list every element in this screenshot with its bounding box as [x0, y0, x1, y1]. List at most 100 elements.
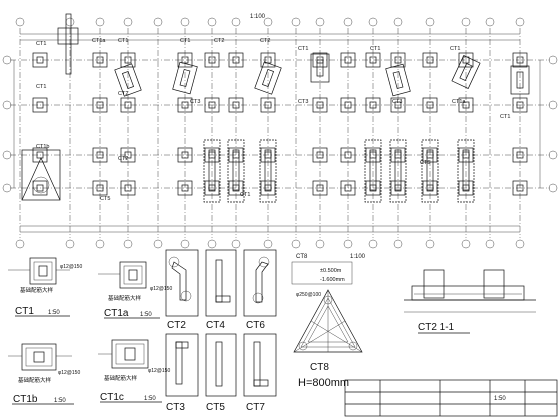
combined-pile-cap — [227, 139, 245, 203]
column — [232, 56, 240, 64]
column — [516, 101, 524, 109]
column — [426, 56, 434, 64]
column — [426, 101, 434, 109]
pile-cap-label: CT1 — [500, 114, 510, 120]
pile-cap — [340, 97, 356, 113]
detail-caption: 基础配筋大样 — [108, 294, 142, 302]
detail-ct5: CT5 — [205, 333, 237, 413]
pile-cap-label: CT1 — [370, 46, 380, 52]
grid-bubble-bottom — [485, 239, 495, 249]
rotated-pile-cap — [510, 65, 530, 95]
grid-bubble-top — [368, 17, 378, 27]
grid-bubble-top — [123, 17, 133, 27]
detail-scale: 1:50 — [144, 396, 156, 402]
combined-pile-cap — [364, 139, 382, 203]
pile-cap — [458, 180, 474, 196]
grid-bubble-bottom — [207, 239, 217, 249]
pile-cap-label: CT2 — [260, 38, 270, 44]
grid-bubble-top — [263, 17, 273, 27]
pile-cap — [422, 52, 438, 68]
detail-caption: 基础配筋大样 — [104, 374, 138, 382]
column — [516, 71, 524, 89]
grid-bubble-bottom — [123, 239, 133, 249]
column — [369, 101, 377, 109]
column — [36, 151, 44, 159]
combined-pile-cap — [421, 139, 439, 203]
pile-cap — [512, 97, 528, 113]
column — [36, 56, 44, 64]
column — [36, 101, 44, 109]
column — [369, 149, 377, 191]
rotated-pile-cap — [172, 61, 198, 95]
pile-cap — [32, 52, 48, 68]
grid-bubbles — [2, 17, 558, 249]
elevator-pit — [21, 149, 61, 201]
grid-bubble-top — [343, 17, 353, 27]
pile-cap — [120, 180, 136, 196]
pile-cap — [228, 52, 244, 68]
pile-cap-label: CT1a — [92, 38, 106, 44]
column — [369, 56, 377, 64]
column — [96, 184, 104, 192]
column — [344, 101, 352, 109]
ct2-section-title: CT2 1-1 — [418, 322, 455, 333]
pile-cap — [32, 97, 48, 113]
title-block-scale: 1:50 — [494, 396, 506, 402]
grid-bubble-bottom — [461, 239, 471, 249]
column — [316, 59, 324, 77]
detail-title: CT5 — [206, 402, 225, 413]
column — [394, 56, 402, 64]
column — [124, 101, 132, 109]
grid-bubble-top — [315, 17, 325, 27]
grid-bubble-right — [548, 55, 558, 65]
grid-bubble-bottom — [153, 239, 163, 249]
pile-cap — [260, 97, 276, 113]
grid-bubble-right — [548, 100, 558, 110]
rotated-pile-cap — [310, 53, 330, 83]
detail-ct4: CT4 — [205, 249, 237, 331]
column — [121, 71, 135, 89]
grid-bubble-bottom — [291, 239, 301, 249]
column — [232, 149, 240, 191]
pile-cap — [177, 97, 193, 113]
pile-cap — [204, 180, 220, 196]
pile-cap — [177, 52, 193, 68]
grid-bubble-left — [2, 183, 12, 193]
rebar-note: φ12@150 — [148, 368, 170, 374]
grid-bubble-bottom — [231, 239, 241, 249]
ct8-scale: 1:100 — [350, 254, 366, 260]
detail-title: CT3 — [166, 402, 185, 413]
column — [96, 151, 104, 159]
detail-ct1b: φ12@150 基础配筋大样 CT1b 1:50 — [8, 343, 80, 405]
column — [462, 56, 470, 64]
pile-cap — [177, 180, 193, 196]
combined-pile-cap — [389, 139, 407, 203]
pile-cap-label: CT1a — [452, 99, 466, 105]
pile-cap — [92, 180, 108, 196]
ct2-section: CT2 1-1 — [404, 269, 536, 334]
combined-pile-cap — [203, 139, 221, 203]
detail-ct6: CT6 — [243, 249, 277, 331]
pile-cap — [512, 180, 528, 196]
column — [516, 184, 524, 192]
pile-cap — [390, 52, 406, 68]
column — [124, 184, 132, 192]
pile-cap — [204, 52, 220, 68]
column — [394, 101, 402, 109]
grid-bubble-top — [207, 17, 217, 27]
column — [316, 151, 324, 159]
pile-cap-label: CT2 — [118, 91, 128, 97]
column — [316, 184, 324, 192]
grid-bubble-bottom — [65, 239, 75, 249]
pile-cap — [365, 52, 381, 68]
column — [96, 101, 104, 109]
pile-caps — [32, 52, 530, 203]
detail-title: CT6 — [246, 320, 265, 331]
pile-cap-label: CT2 — [214, 38, 224, 44]
detail-title: CT7 — [246, 402, 265, 413]
pile-cap — [312, 147, 328, 163]
grid-bubble-top — [153, 17, 163, 27]
pile-cap — [177, 147, 193, 163]
